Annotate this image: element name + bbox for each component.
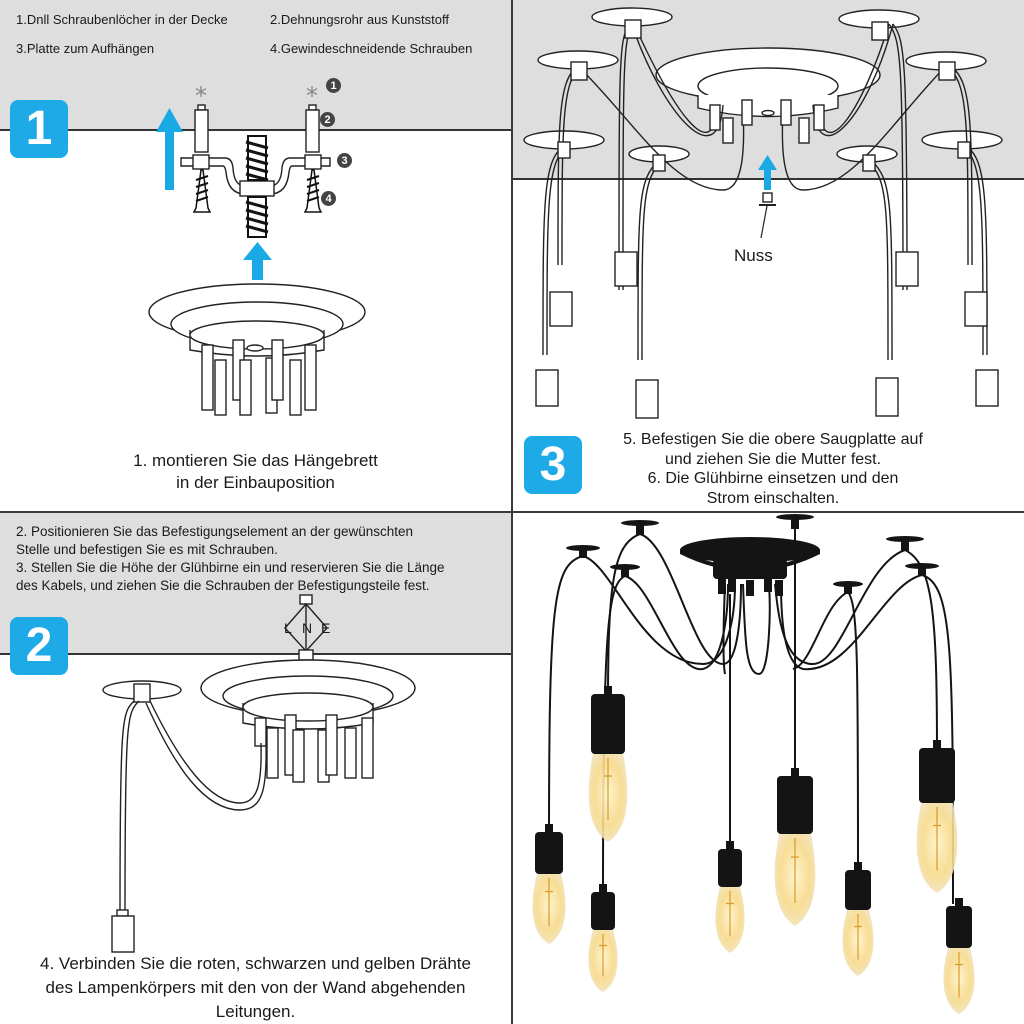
up-arrow-icon bbox=[758, 155, 777, 190]
lamp-socket bbox=[591, 892, 615, 930]
pendant-bulb bbox=[588, 686, 628, 842]
socket-neck bbox=[726, 841, 734, 851]
caption-line: 1. montieren Sie das Hängebrett bbox=[133, 451, 378, 470]
pendant-cord bbox=[102, 680, 267, 953]
bulb-filament bbox=[599, 934, 607, 977]
threaded-rod-icon bbox=[245, 135, 269, 238]
callout-2: 2 bbox=[320, 112, 335, 127]
pendant-bulb bbox=[943, 898, 975, 1014]
panel-divider-horizontal bbox=[0, 511, 1024, 513]
wire-label-l: L bbox=[284, 620, 292, 636]
note-line: 2. Positionieren Sie das Befestigungsele… bbox=[16, 524, 414, 539]
ceiling-hook-plate-icon bbox=[566, 514, 939, 594]
chandelier-photo bbox=[513, 514, 1024, 1024]
lamp-socket bbox=[535, 832, 563, 874]
bulb-filament bbox=[933, 807, 941, 871]
wire-label-e: E bbox=[321, 620, 331, 636]
legend-item-1: 1.Dnll Schraubenlöcher in der Decke bbox=[16, 12, 228, 27]
chandelier-illustration bbox=[532, 514, 975, 1014]
step-badge-1: 1 bbox=[10, 100, 68, 158]
drill-hole-icon: * bbox=[195, 82, 207, 110]
bulb-filament bbox=[726, 891, 734, 937]
bulb-filament bbox=[545, 878, 553, 927]
wire-connector-icon bbox=[284, 594, 328, 661]
ceiling-canopy-icon bbox=[655, 47, 881, 118]
socket-neck bbox=[599, 884, 607, 894]
bulb-filament bbox=[854, 914, 862, 960]
cord-sleeves bbox=[709, 99, 825, 144]
caption-line: des Lampenkörpers mit den von der Wand a… bbox=[45, 978, 466, 997]
up-arrow-icon bbox=[156, 108, 183, 190]
lamp-socket bbox=[845, 870, 871, 910]
socket-neck bbox=[854, 862, 862, 872]
bulb-filament bbox=[791, 838, 799, 903]
socket-neck bbox=[604, 686, 612, 696]
nut-icon bbox=[759, 192, 776, 239]
legend-item-2: 2.Dehnungsrohr aus Kunststoff bbox=[270, 12, 449, 27]
caption-line: 4. Verbinden Sie die roten, schwarzen un… bbox=[40, 954, 471, 973]
plastic-dowel-icon bbox=[194, 104, 320, 153]
bulb-filament bbox=[955, 952, 963, 998]
mounting-bracket-icon bbox=[180, 154, 331, 197]
bulb-filament bbox=[604, 758, 612, 820]
socket-neck bbox=[955, 898, 963, 908]
pendant-cords bbox=[548, 529, 954, 905]
step-badge-3: 3 bbox=[524, 436, 582, 494]
legend-item-4: 4.Gewindeschneidende Schrauben bbox=[270, 41, 473, 56]
caption-line: in der Einbauposition bbox=[176, 473, 335, 492]
step-3-caption: 5. Befestigen Sie die obere Saugplatte a… bbox=[573, 430, 973, 508]
callout-1: 1 bbox=[326, 78, 341, 93]
chandelier-line-drawing bbox=[523, 7, 1003, 419]
socket-neck bbox=[791, 768, 799, 778]
bulbs-group bbox=[532, 686, 975, 1014]
lamp-socket bbox=[946, 906, 972, 948]
step-badge-2: 2 bbox=[10, 617, 68, 675]
note-line: Stelle und befestigen Sie es mit Schraub… bbox=[16, 542, 278, 557]
socket-neck bbox=[545, 824, 553, 834]
pendant-bulb bbox=[774, 768, 816, 926]
callout-4: 4 bbox=[321, 191, 336, 206]
ceiling-area bbox=[0, 0, 511, 131]
step-2-caption: 4. Verbinden Sie die roten, schwarzen un… bbox=[0, 952, 511, 1024]
socket-neck bbox=[933, 740, 941, 750]
lamp-socket bbox=[591, 694, 625, 754]
caption-line: Leitungen. bbox=[215, 1002, 296, 1021]
mounting-hardware-diagram: * * bbox=[148, 82, 366, 416]
ceiling-canopy-icon bbox=[148, 283, 366, 416]
step-1-panel: 1.Dnll Schraubenlöcher in der Decke 2.De… bbox=[0, 0, 511, 511]
pendant-bulb bbox=[532, 824, 566, 944]
step-2-instructions: 2. Positionieren Sie das Befestigungsele… bbox=[16, 523, 445, 595]
caption-line: 5. Befestigen Sie die obere Saugplatte a… bbox=[623, 431, 923, 448]
caption-line: und ziehen Sie die Mutter fest. bbox=[664, 450, 882, 468]
note-line: 3. Stellen Sie die Höhe der Glühbirne ei… bbox=[16, 560, 445, 575]
step-1-caption: 1. montieren Sie das Hängebrett in der E… bbox=[0, 450, 511, 494]
ceiling-area bbox=[0, 513, 511, 655]
lamp-socket-icon bbox=[535, 251, 999, 419]
screw-icon bbox=[192, 169, 323, 213]
pendant-bulb bbox=[715, 841, 745, 953]
up-arrow-icon bbox=[243, 242, 272, 280]
pendant-bulb bbox=[842, 862, 874, 976]
lamp-socket bbox=[777, 776, 813, 834]
step-2-panel: 2. Positionieren Sie das Befestigungsele… bbox=[0, 513, 511, 1024]
lamp-socket bbox=[718, 849, 742, 887]
nut-label: Nuss bbox=[734, 246, 773, 265]
caption-line: Strom einschalten. bbox=[706, 489, 840, 507]
pendant-bulb bbox=[588, 884, 618, 992]
ceiling-canopy-icon bbox=[200, 659, 416, 783]
note-line: des Kabels, und ziehen Sie die Schrauben… bbox=[16, 578, 430, 593]
drill-hole-icon: * bbox=[306, 82, 318, 110]
legend-item-3: 3.Platte zum Aufhängen bbox=[16, 41, 155, 56]
caption-line: 6. Die Glühbirne einsetzen und den bbox=[647, 470, 899, 487]
ceiling-canopy-icon bbox=[680, 537, 820, 579]
callout-3: 3 bbox=[337, 153, 352, 168]
lamp-socket bbox=[919, 748, 955, 803]
wire-label-n: N bbox=[302, 620, 313, 636]
wiring-diagram bbox=[102, 594, 416, 953]
pendant-bulb bbox=[916, 740, 958, 893]
step-3-panel: Nuss 3 5. Befestigen Sie die obere Saugp… bbox=[513, 0, 1024, 512]
